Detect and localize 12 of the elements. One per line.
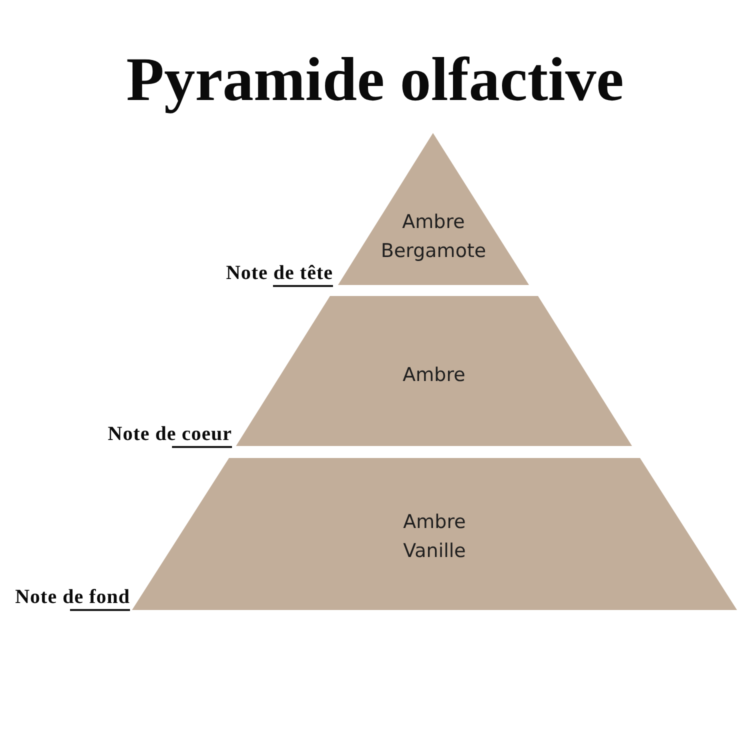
pyramid-tier xyxy=(132,458,737,610)
note-label: Note de coeur xyxy=(108,423,232,445)
pyramid-tier xyxy=(338,133,529,285)
ingredient-text: Ambre xyxy=(403,510,466,535)
ingredient-text: Bergamote xyxy=(380,239,486,264)
ingredient-text: Ambre xyxy=(402,210,465,235)
pyramid-tier xyxy=(236,296,632,446)
note-label: Note de fond xyxy=(15,586,130,608)
ingredient-text: Vanille xyxy=(403,539,466,564)
title: Pyramide olfactive xyxy=(126,45,624,116)
ingredient-text: Ambre xyxy=(402,362,466,388)
note-label: Note de tête xyxy=(226,262,333,284)
